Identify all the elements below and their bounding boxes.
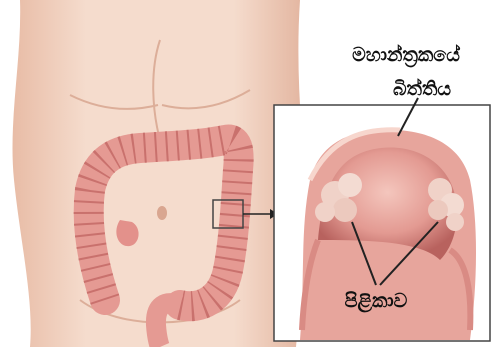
colon-wall-label-line1: මහාන්ත්‍රකයේ [320, 44, 492, 66]
colon-wall-label-line2: බිත්තිය [372, 78, 472, 100]
polyps-label: පිළිකාව [328, 290, 424, 312]
torso [12, 0, 307, 347]
navel [157, 206, 167, 220]
